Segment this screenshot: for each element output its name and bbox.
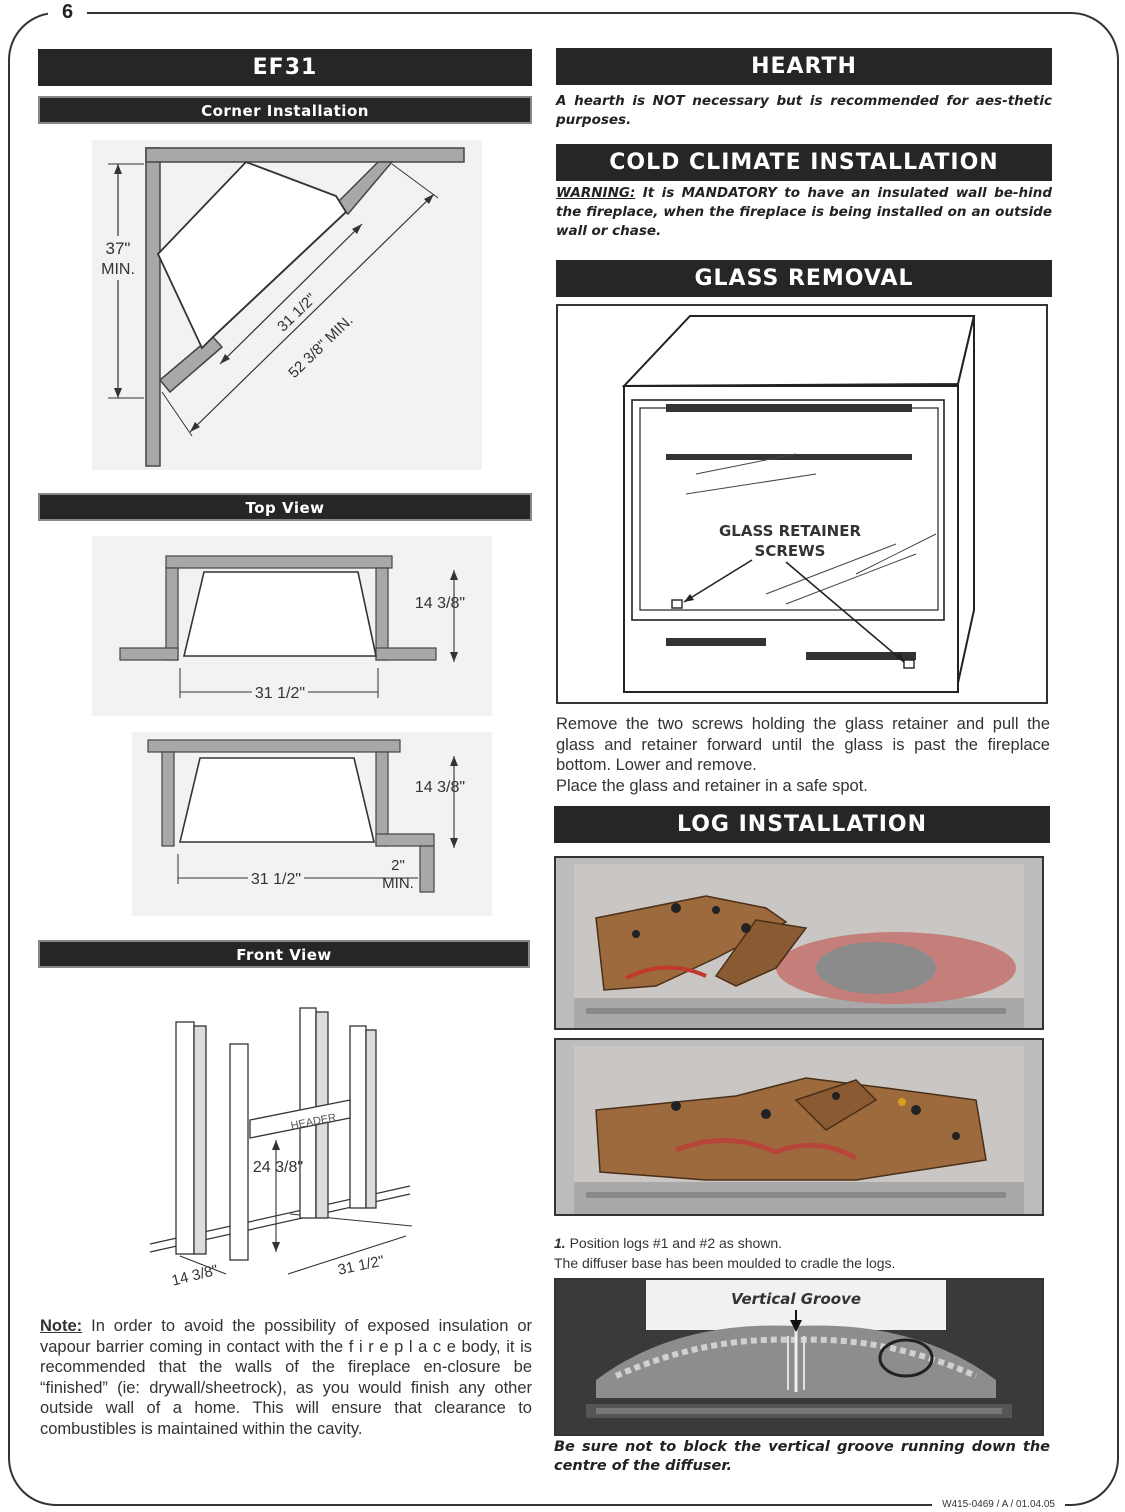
glass-callout-line2: SCREWS (755, 542, 826, 560)
diffuser-warning: Be sure not to block the vertical groove… (554, 1439, 1050, 1474)
page-number: 6 (48, 0, 88, 24)
glass-removal-text: Remove the two screws holding the glass … (556, 715, 1050, 774)
top-view-heading: Top View (38, 493, 532, 521)
note-label: Note: (40, 1317, 83, 1335)
ef31-title-bar: EF31 (38, 49, 532, 86)
corner-installation-diagram: 37" MIN. 31 1/2" 52 3/8" MIN. (92, 140, 482, 470)
corner-height-label: 37" (106, 239, 131, 258)
log-step-caption-2: The diffuser base has been moulded to cr… (554, 1255, 896, 1271)
top-view-diagram: 14 3/8" 31 1/2" 14 3/8" 31 1/2" 2" MIN. (92, 536, 492, 916)
log-photo-2 (554, 1038, 1044, 1216)
front-view-height-label: 24 3/8" (253, 1159, 303, 1176)
hearth-text: A hearth is NOT necessary but is recomme… (556, 93, 1052, 128)
log-installation-title-bar: LOG INSTALLATION (554, 806, 1050, 843)
document-code: W415-0469 / A / 01.04.05 (932, 1498, 1065, 1512)
front-view-heading: Front View (38, 940, 530, 968)
front-view-depth-label: 14 3/8" (170, 1262, 220, 1290)
page-border (8, 12, 1119, 1506)
glass-removal-text-2: Place the glass and retainer in a safe s… (556, 777, 868, 795)
corner-installation-heading: Corner Installation (38, 96, 532, 124)
note-text: In order to avoid the possibility of exp… (40, 1317, 532, 1438)
glass-removal-diagram: GLASS RETAINER SCREWS (556, 304, 1048, 704)
log-step-number: 1. (554, 1235, 566, 1251)
log-step-text: Position logs #1 and #2 as shown. (565, 1235, 783, 1251)
warning-text: It is MANDATORY to have an insulated wal… (556, 185, 1052, 239)
glass-callout-line1: GLASS RETAINER (719, 522, 861, 540)
cold-climate-title-bar: COLD CLIMATE INSTALLATION (556, 144, 1052, 181)
log-photo-1 (554, 856, 1044, 1030)
hearth-title-bar: HEARTH (556, 48, 1052, 85)
front-view-diagram: HEADER 24 3/8" 14 3/8" 31 1/2" (140, 1000, 430, 1300)
note-paragraph: Note: In order to avoid the possibility … (40, 1316, 532, 1439)
warning-label: WARNING: (556, 185, 636, 201)
log-step-caption: 1. Position logs #1 and #2 as shown. (554, 1234, 1048, 1253)
top-view-depth-upper-label: 14 3/8" (415, 595, 465, 612)
top-view-depth-lower-label: 14 3/8" (415, 779, 465, 796)
top-view-width-lower-label: 31 1/2" (251, 871, 301, 888)
corner-height-sub-label: MIN. (101, 261, 135, 278)
top-view-clearance-sub-label: MIN. (382, 875, 414, 892)
cold-climate-warning: WARNING: It is MANDATORY to have an insu… (556, 184, 1052, 241)
diffuser-photo: Vertical Groove (554, 1278, 1044, 1436)
glass-removal-title-bar: GLASS REMOVAL (556, 260, 1052, 297)
top-view-width-upper-label: 31 1/2" (255, 685, 305, 702)
top-view-clearance-label: 2" (391, 857, 405, 874)
vertical-groove-label: Vertical Groove (731, 1290, 861, 1308)
